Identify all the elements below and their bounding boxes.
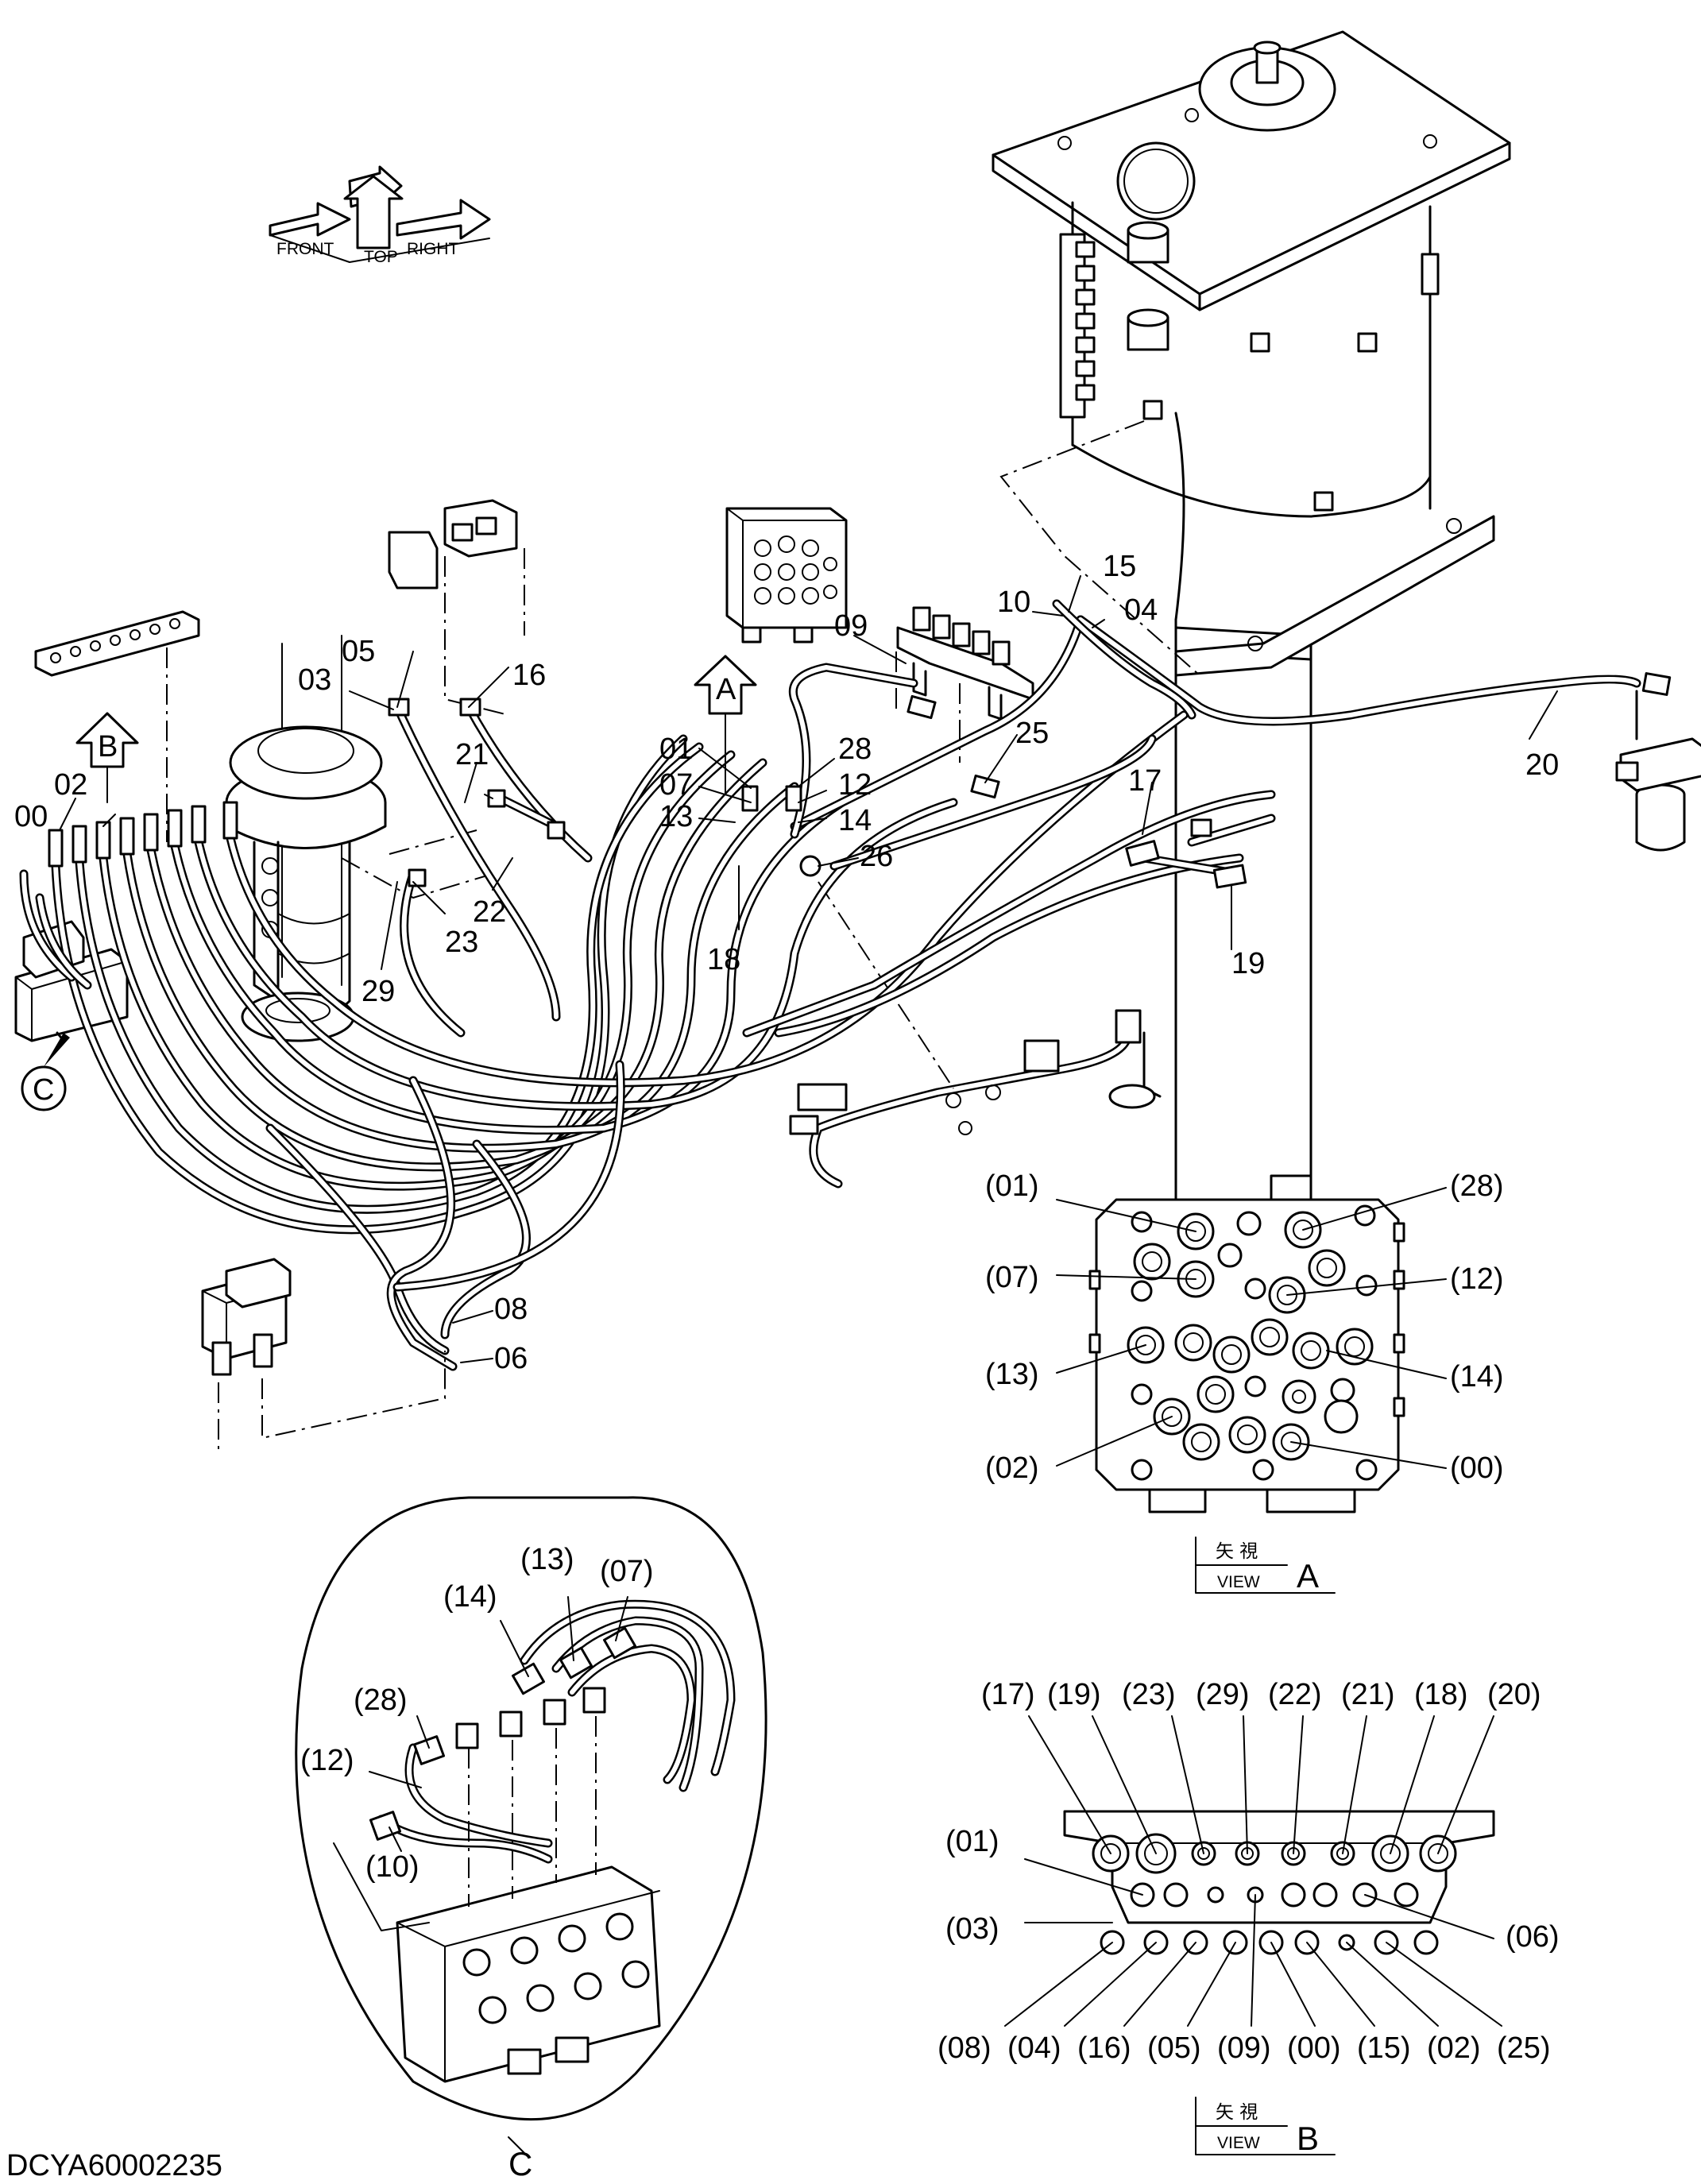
view-a-letter: A: [1297, 1557, 1319, 1595]
callout-00: 00: [14, 800, 48, 833]
view-b-letter: B: [1297, 2120, 1319, 2157]
view-b-view-word: VIEW: [1217, 2134, 1260, 2152]
view-b-top-callout-1: (17): [981, 1678, 1035, 1711]
view-a-callout-01: (01): [985, 1169, 1039, 1203]
view-a-jp-label: 矢 視: [1216, 1541, 1258, 1562]
callout-06: 06: [494, 1342, 528, 1375]
view-a-callout-14: (14): [1450, 1360, 1504, 1394]
callout-08: 08: [494, 1293, 528, 1326]
callout-07: 07: [659, 768, 693, 802]
view-b-top-callout-6: (21): [1341, 1678, 1395, 1711]
view-c-caption: C: [508, 2145, 532, 2182]
view-c-callout-07: (07): [600, 1555, 654, 1588]
view-c-detail: [295, 1496, 767, 2154]
callout-22: 22: [473, 895, 506, 929]
view-c-callout-13: (13): [520, 1543, 574, 1576]
right-label: RIGHT: [407, 240, 459, 258]
view-marker-c-letter: C: [33, 1073, 54, 1107]
callout-16: 16: [512, 659, 546, 692]
callout-26: 26: [860, 840, 893, 873]
center-joint: [225, 635, 493, 1042]
view-b-top-callout-8: (20): [1487, 1678, 1541, 1711]
view-b-bottom-callout-3: (16): [1077, 2031, 1131, 2065]
view-b-top-callout-2: (19): [1047, 1678, 1101, 1711]
callout-17: 17: [1128, 764, 1162, 798]
callout-18: 18: [707, 943, 740, 976]
view-b-jp-label: 矢 視: [1216, 2102, 1258, 2123]
callout-10: 10: [997, 586, 1030, 619]
callout-25: 25: [1015, 717, 1049, 750]
view-b-label-box: 矢 視 VIEW B: [1195, 2097, 1336, 2157]
view-a-callout-07: (07): [985, 1261, 1039, 1294]
view-b-bottom-callout-5: (09): [1217, 2031, 1271, 2065]
view-b-bottom-callout-4: (05): [1147, 2031, 1201, 2065]
view-b-bottom-callout-6: (00): [1287, 2031, 1341, 2065]
top-label: TOP: [364, 248, 398, 266]
view-marker-a: A: [694, 655, 757, 795]
view-a-label-box: 矢 視 VIEW A: [1195, 1537, 1336, 1595]
view-a-detail: (01) (07) (13) (02) (28) (12) (14) (00) …: [985, 1169, 1504, 1595]
view-b-top-callout-7: (18): [1414, 1678, 1468, 1711]
view-c-callouts: (14) (13) (07) (28) (12) (10) C: [300, 1543, 654, 2182]
view-c-callout-10: (10): [365, 1850, 419, 1884]
view-b-bottom-callout-9: (25): [1497, 2031, 1551, 2065]
view-a-callout-13: (13): [985, 1358, 1039, 1391]
view-c-callout-28: (28): [354, 1683, 408, 1717]
callout-15: 15: [1103, 550, 1136, 583]
view-b-top-callout-4: (29): [1196, 1678, 1250, 1711]
callout-05: 05: [342, 635, 375, 668]
callout-12: 12: [838, 768, 872, 802]
view-c-callout-12: (12): [300, 1744, 354, 1777]
view-a-callout-00: (00): [1450, 1451, 1504, 1485]
solenoid-valve-manifold: [895, 606, 1034, 763]
view-b-detail: (17) (19) (23) (29) (22) (21) (18) (20) …: [937, 1678, 1560, 2157]
view-b-callout-01: (01): [945, 1825, 999, 1858]
view-b-top-callout-3: (23): [1122, 1678, 1176, 1711]
front-label: FRONT: [276, 240, 334, 258]
view-marker-b: B: [75, 712, 139, 803]
drawing-id: DCYA60002235: [6, 2149, 222, 2182]
callout-09: 09: [834, 609, 868, 643]
travel-valve-block: [201, 1258, 446, 1454]
main-callout-leaders: [59, 575, 1558, 1363]
pilot-valve-bracket: [388, 499, 525, 716]
view-marker-a-letter: A: [716, 673, 736, 706]
callout-03: 03: [298, 663, 331, 697]
view-b-bottom-callout-8: (02): [1427, 2031, 1481, 2065]
callout-19: 19: [1231, 947, 1265, 980]
callout-21: 21: [455, 738, 489, 771]
view-a-callout-28: (28): [1450, 1169, 1504, 1203]
callout-01: 01: [659, 733, 693, 766]
steel-pipe-assembly: [789, 881, 1162, 1189]
view-a-callout-02: (02): [985, 1451, 1039, 1485]
view-b-bottom-callout-1: (08): [937, 2031, 992, 2065]
callout-28: 28: [838, 733, 872, 766]
view-marker-c: C: [21, 1031, 70, 1111]
pilot-filter: [1615, 737, 1701, 852]
callout-23: 23: [445, 926, 478, 959]
hydraulic-tank: [992, 30, 1511, 1241]
callout-20: 20: [1525, 748, 1559, 782]
callout-13: 13: [659, 800, 693, 833]
view-marker-b-letter: B: [98, 730, 118, 763]
callout-29: 29: [361, 975, 395, 1008]
view-b-top-callout-5: (22): [1268, 1678, 1322, 1711]
view-b-bottom-callout-2: (04): [1007, 2031, 1061, 2065]
view-b-callout-06: (06): [1506, 1920, 1560, 1954]
pilot-hose-rail: [34, 610, 200, 842]
view-c-callout-14: (14): [443, 1580, 497, 1614]
callout-02: 02: [54, 768, 87, 802]
view-a-callout-12: (12): [1450, 1262, 1504, 1296]
pilot-hose-bundle: [19, 599, 1672, 1371]
orientation-symbol: FRONT TOP RIGHT: [269, 165, 491, 266]
view-b-callout-03: (03): [945, 1912, 999, 1946]
main-callouts: 15 10 04 09 16 05 03 25 01 07 13 28 12 1…: [14, 550, 1559, 1375]
view-b-bottom-callout-7: (15): [1357, 2031, 1411, 2065]
callout-14: 14: [838, 804, 872, 837]
callout-04: 04: [1124, 593, 1158, 627]
signal-control-valve: [725, 507, 848, 644]
tank-port-block: [1059, 233, 1096, 419]
view-a-view-word: VIEW: [1217, 1573, 1260, 1591]
